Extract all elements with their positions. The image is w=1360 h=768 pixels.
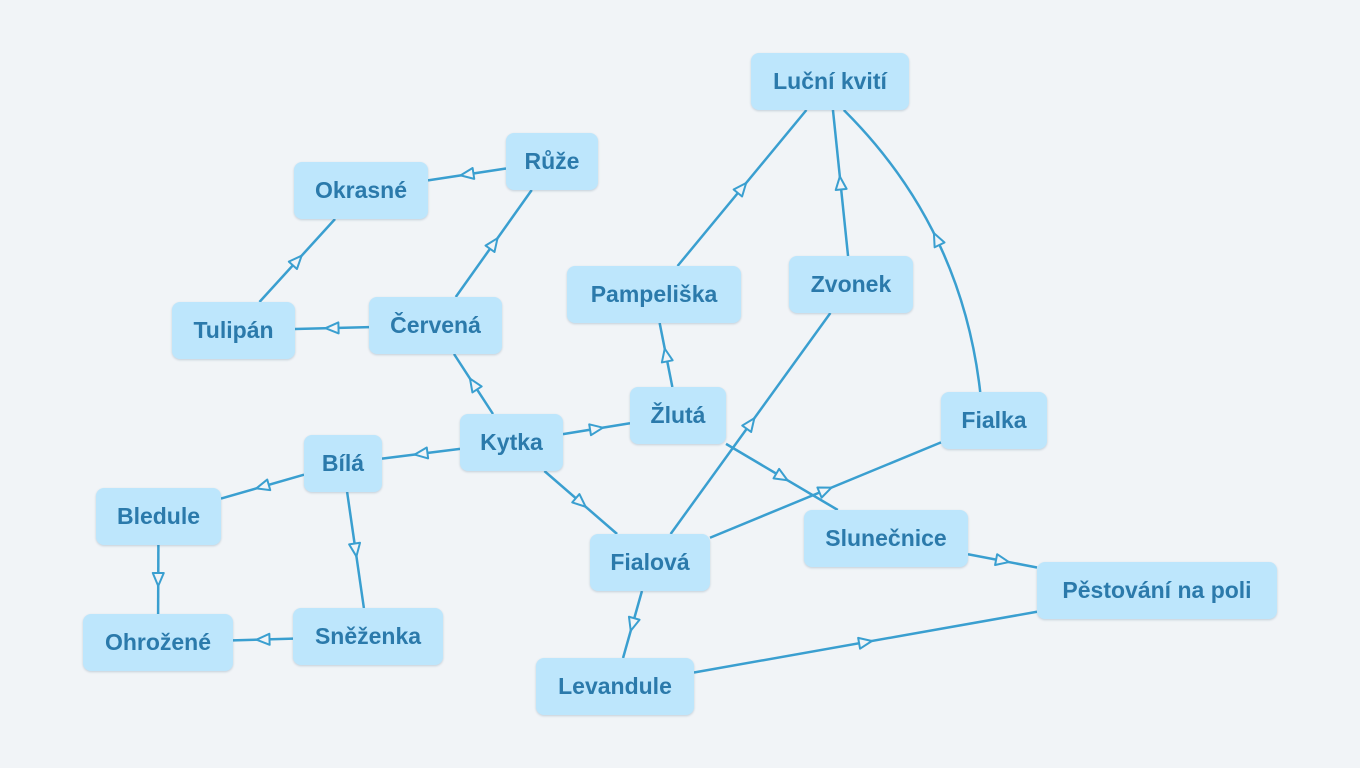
edge-cervena-tulipan-arrowhead	[324, 321, 340, 335]
node-snezenka[interactable]: Sněženka	[293, 608, 443, 665]
node-zvonek[interactable]: Zvonek	[789, 256, 913, 313]
node-kytka[interactable]: Kytka	[460, 414, 563, 471]
edge-bila-bledule-arrowhead	[255, 478, 272, 492]
edge-levandule-pestovani-arrowhead	[857, 636, 873, 650]
edge-fialova-zvonek-arrowhead	[741, 417, 756, 433]
edge-bledule-ohrozene-arrowhead	[151, 571, 165, 587]
node-ohrozene[interactable]: Ohrožené	[83, 614, 233, 671]
edge-slunecnice-pestovani-arrowhead	[994, 553, 1010, 567]
edge-cervena-ruze-arrowhead	[484, 237, 499, 253]
edge-zvonek-lucni-arrowhead	[834, 175, 848, 192]
edge-kytka-fialova-arrowhead	[571, 493, 587, 508]
edge-zluta-pampeliska-arrowhead	[660, 347, 674, 364]
edge-fialova-fialka-arrowhead	[816, 486, 833, 499]
node-bledule[interactable]: Bledule	[96, 488, 221, 545]
edge-snezenka-ohrozene-arrowhead	[255, 632, 271, 646]
node-zluta[interactable]: Žlutá	[630, 387, 726, 444]
edge-fialka-lucni	[842, 109, 982, 393]
edge-ruze-okrasne-arrowhead	[459, 166, 476, 180]
node-cervena[interactable]: Červená	[369, 297, 502, 354]
node-levandule[interactable]: Levandule	[536, 658, 694, 715]
edge-kytka-bila-arrowhead	[413, 446, 430, 460]
edge-fialova-levandule-arrowhead	[627, 615, 641, 632]
node-pampeliska[interactable]: Pampeliška	[567, 266, 741, 323]
node-lucni-kviti[interactable]: Luční kvití	[751, 53, 909, 110]
node-slunecnice[interactable]: Slunečnice	[804, 510, 968, 567]
node-pestovani-na-poli[interactable]: Pěstování na poli	[1037, 562, 1277, 619]
edge-tulipan-okrasne-arrowhead	[287, 254, 303, 271]
edge-fialka-lucni-arrowhead	[932, 232, 946, 249]
node-fialova[interactable]: Fialová	[590, 534, 710, 591]
node-bila[interactable]: Bílá	[304, 435, 382, 492]
edge-bila-snezenka-arrowhead	[348, 541, 362, 558]
edge-kytka-cervena-arrowhead	[468, 377, 483, 394]
edge-kytka-zluta-arrowhead	[588, 423, 604, 437]
edge-zluta-slunecnice-arrowhead	[772, 467, 789, 482]
node-tulipan[interactable]: Tulipán	[172, 302, 295, 359]
edge-pampeliska-lucni-arrowhead	[732, 181, 748, 198]
node-fialka[interactable]: Fialka	[941, 392, 1047, 449]
node-okrasne[interactable]: Okrasné	[294, 162, 428, 219]
node-ruze[interactable]: Růže	[506, 133, 598, 190]
